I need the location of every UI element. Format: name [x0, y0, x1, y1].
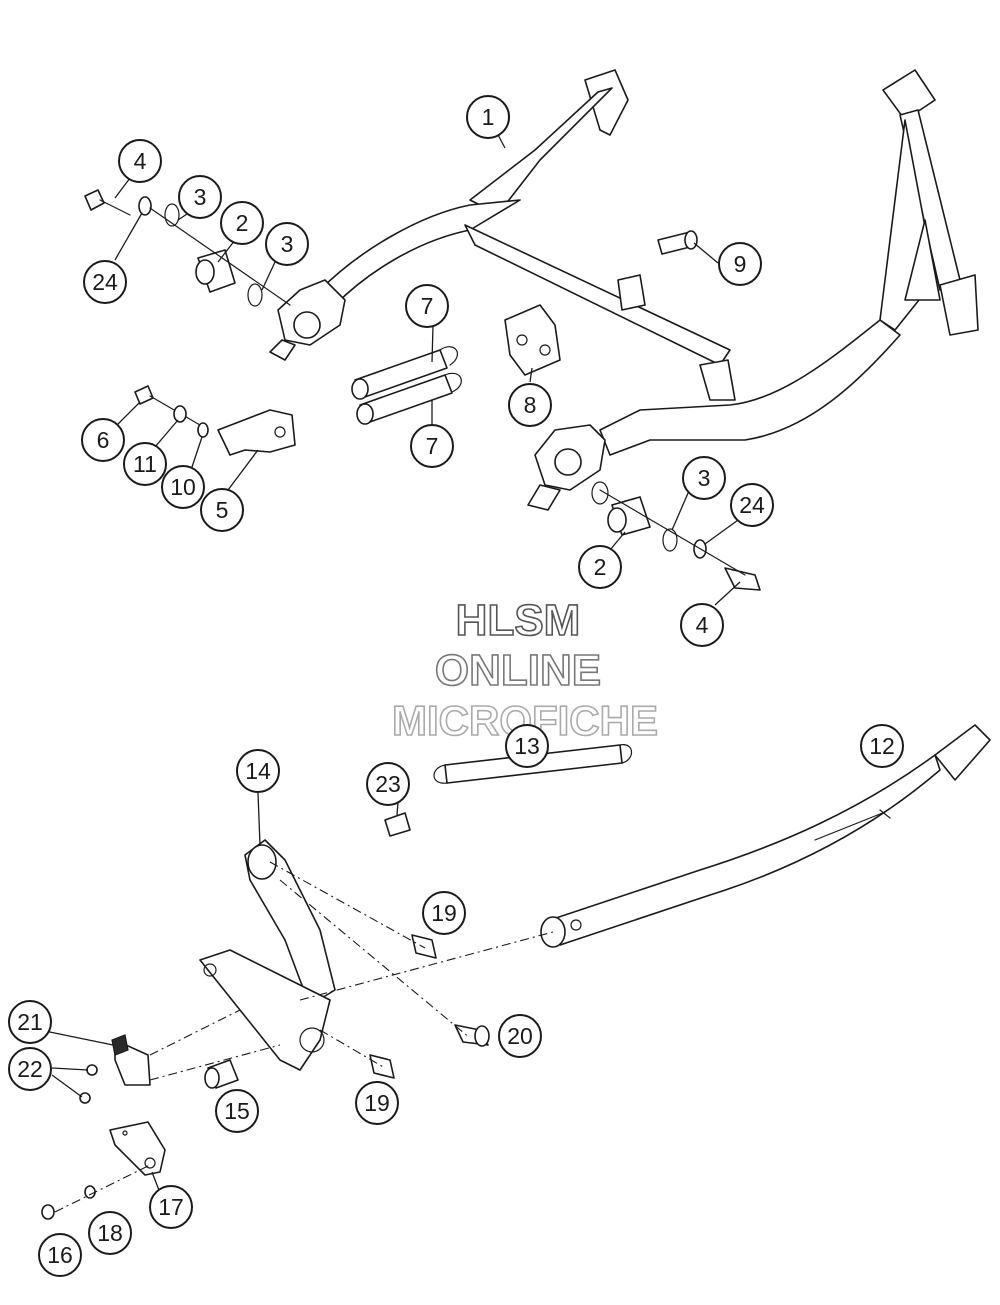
callout-12-label: 12: [869, 733, 895, 759]
callout-18-label: 18: [97, 1220, 123, 1246]
callout-4-left: 4: [118, 139, 162, 183]
callout-23: 23: [366, 762, 410, 806]
left-pivot-hardware: [84, 189, 291, 307]
callout-8-label: 8: [524, 392, 537, 418]
callout-1: 1: [466, 95, 510, 139]
callout-4-right-label: 4: [696, 612, 709, 638]
callout-20-label: 20: [507, 1023, 533, 1049]
callout-10: 10: [161, 465, 205, 509]
callout-5-label: 5: [216, 497, 229, 523]
callout-7-lower-label: 7: [426, 433, 439, 459]
callout-2-right-label: 2: [594, 554, 607, 580]
bracket-8: [504, 304, 561, 376]
callout-19-upper-label: 19: [431, 900, 457, 926]
callout-3-left-b-label: 3: [281, 231, 294, 257]
callouts: 1 2 2 3 3 3 4 4: [8, 95, 904, 1277]
callout-24-left-label: 24: [92, 269, 118, 295]
callout-5: 5: [200, 488, 244, 532]
callout-15-label: 15: [224, 1098, 250, 1124]
callout-6: 6: [81, 418, 125, 462]
callout-6-label: 6: [97, 427, 110, 453]
callout-14: 14: [236, 749, 280, 793]
bracket-17: [109, 1121, 166, 1176]
callout-4-left-label: 4: [134, 148, 147, 174]
callout-22: 22: [8, 1047, 52, 1091]
callout-17: 17: [149, 1185, 193, 1229]
callout-3-left-b: 3: [265, 222, 309, 266]
callout-3-right-label: 3: [698, 465, 711, 491]
center-stand-frame: [269, 69, 979, 511]
callout-11-label: 11: [133, 451, 157, 477]
nut-16: [41, 1204, 55, 1220]
callout-2-left-label: 2: [236, 210, 249, 236]
callout-24-right: 24: [730, 483, 774, 527]
callout-7-lower: 7: [410, 424, 454, 468]
callout-14-label: 14: [245, 758, 271, 784]
bolt-20: [454, 1024, 490, 1047]
side-stand-bracket: [199, 839, 336, 1071]
callout-13: 13: [505, 724, 549, 768]
callout-16-label: 16: [47, 1242, 73, 1268]
callout-16: 16: [38, 1233, 82, 1277]
callout-4-right: 4: [680, 603, 724, 647]
switch-21: [111, 1034, 151, 1086]
callout-3-right: 3: [682, 456, 726, 500]
watermark-line-1: HLSM: [456, 596, 581, 645]
callout-3-left-a: 3: [178, 175, 222, 219]
callout-9-label: 9: [734, 251, 747, 277]
stand-springs: [351, 346, 462, 425]
callout-13-label: 13: [514, 733, 540, 759]
bolt-19-upper: [411, 934, 437, 959]
callout-7-upper: 7: [405, 284, 449, 328]
watermark-line-2: ONLINE: [435, 646, 601, 695]
callout-19-lower: 19: [355, 1081, 399, 1125]
callout-20: 20: [498, 1014, 542, 1058]
callout-12: 12: [860, 724, 904, 768]
callout-23-label: 23: [375, 771, 401, 797]
callout-7-upper-label: 7: [421, 293, 434, 319]
callout-18: 18: [88, 1211, 132, 1255]
callout-2-left: 2: [220, 201, 264, 245]
switch-bracket-assembly: [134, 385, 296, 456]
callout-22-label: 22: [17, 1056, 43, 1082]
callout-2-right: 2: [578, 545, 622, 589]
callout-9: 9: [718, 242, 762, 286]
callout-21-label: 21: [17, 1009, 43, 1035]
callout-19-lower-label: 19: [364, 1090, 390, 1116]
right-pivot-hardware: [591, 481, 761, 591]
callout-8: 8: [508, 383, 552, 427]
callout-3-left-a-label: 3: [194, 184, 207, 210]
washer-18: [84, 1185, 96, 1199]
callout-21: 21: [8, 1000, 52, 1044]
callout-17-label: 17: [158, 1194, 184, 1220]
bolt-9: [657, 230, 698, 255]
callout-11: 11: [123, 442, 167, 486]
callout-24-right-label: 24: [739, 492, 765, 518]
bushing-15: [204, 1059, 239, 1089]
callout-10-label: 10: [170, 474, 196, 500]
watermark: HLSM ONLINE MICROFICHE: [391, 595, 659, 745]
callout-19-upper: 19: [422, 891, 466, 935]
assembly-lines: [54, 861, 554, 1213]
callout-15: 15: [215, 1089, 259, 1133]
screws-22: [79, 1064, 98, 1104]
callout-1-label: 1: [482, 104, 495, 130]
callout-24-left: 24: [83, 260, 127, 304]
pin-23: [384, 812, 411, 837]
